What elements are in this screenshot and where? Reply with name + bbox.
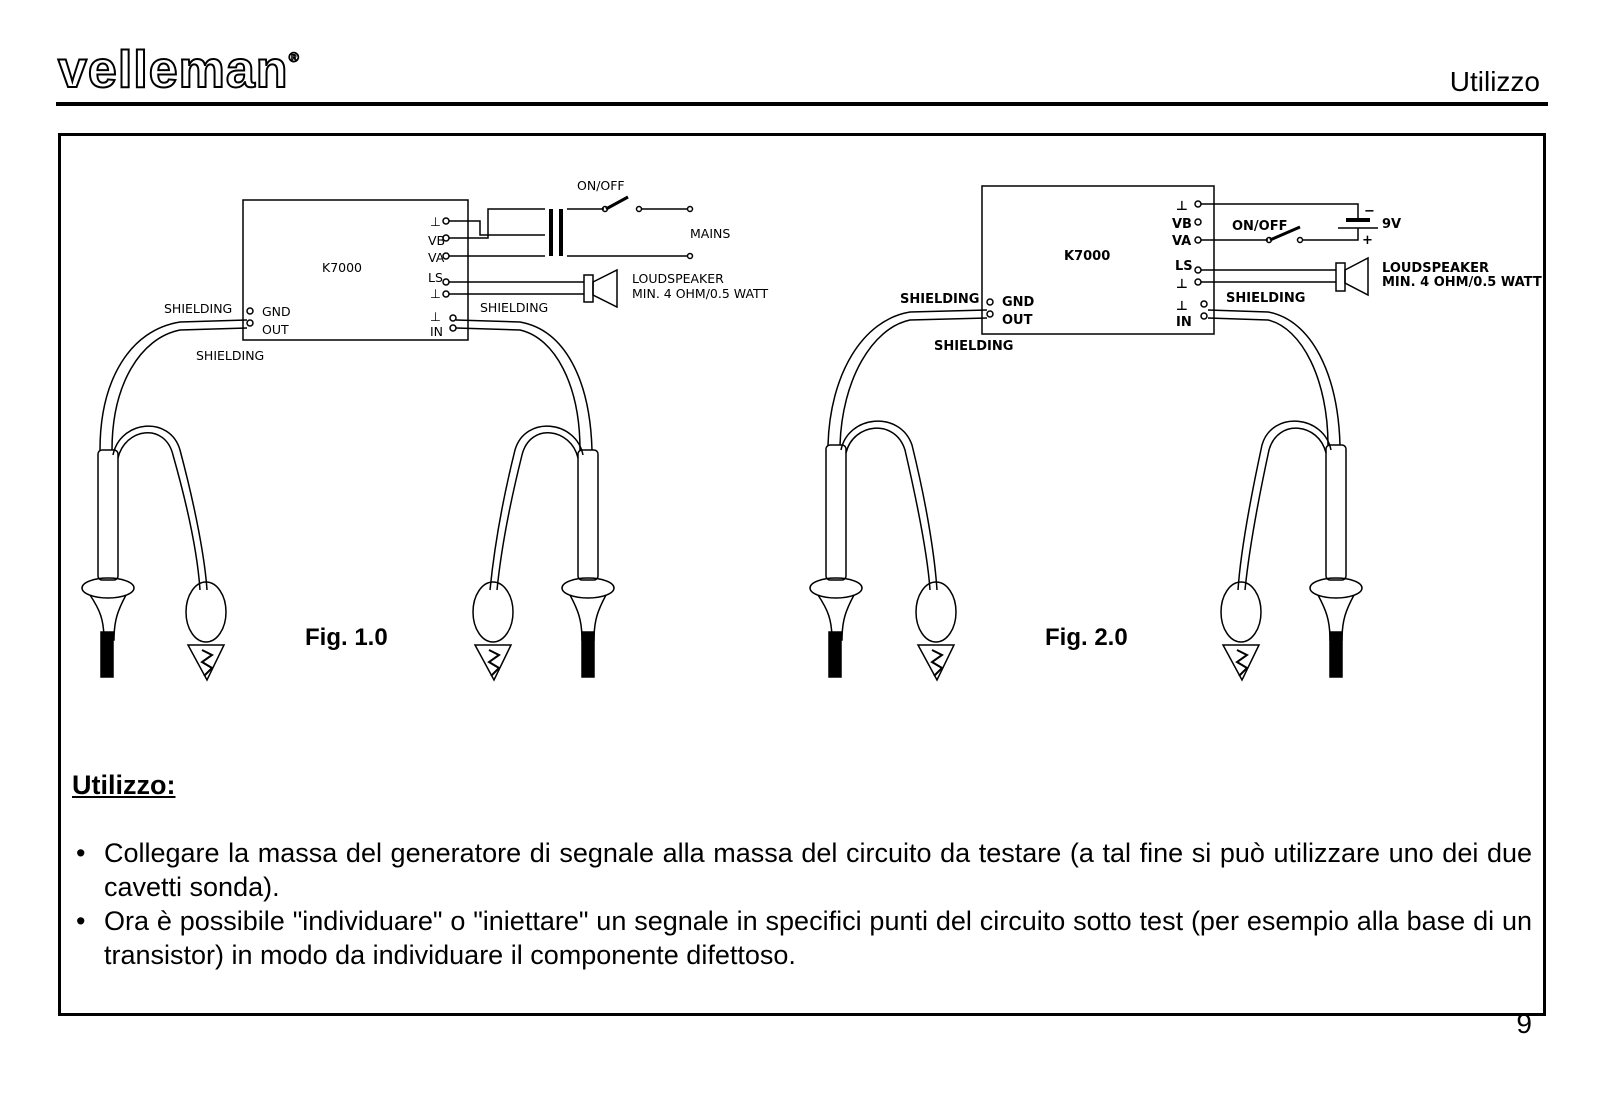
list-item-text: Collegare la massa del generatore di seg… [104, 838, 1532, 902]
figure-2: K7000 ⊥ VB VA LS ⊥ ⊥ IN GND OUT − + 9 [809, 185, 1542, 682]
pin-ground-symbol: ⊥ [430, 214, 441, 229]
pin-va-label: VA [428, 250, 445, 265]
switch-label: ON/OFF [577, 178, 625, 193]
switch-label: ON/OFF [1232, 219, 1288, 234]
figure-caption: Fig. 2.0 [1045, 624, 1128, 651]
page-number: 9 [1516, 1008, 1532, 1039]
wire [1201, 203, 1359, 220]
transformer-icon [549, 209, 563, 256]
pin-gnd-label: GND [262, 304, 291, 319]
pin-va-label: VA [1172, 234, 1191, 249]
bullet-icon: • [76, 906, 86, 936]
module-label: K7000 [322, 260, 362, 275]
battery-minus: − [1364, 204, 1375, 219]
pin-gnd-label: GND [1002, 295, 1035, 310]
alligator-clip-icon [185, 581, 227, 682]
pin-out-label: OUT [262, 322, 289, 337]
pin-ls-label: LS [428, 270, 443, 285]
content-frame [58, 133, 1546, 1016]
pin-ground-symbol: ⊥ [430, 309, 441, 324]
pin-out-label: OUT [1002, 313, 1033, 328]
section-title: Utilizzo [1449, 66, 1540, 97]
list-item: • Collegare la massa del generatore di se… [72, 836, 1532, 904]
left-probe [81, 319, 248, 682]
probe-tip [581, 631, 595, 678]
probe-tip [100, 631, 114, 678]
right-probe [1207, 309, 1363, 682]
probe-handle [1325, 444, 1347, 581]
wire [449, 220, 545, 236]
pin-in-label: IN [1176, 315, 1192, 330]
shielding-label: SHIELDING [164, 301, 232, 316]
registered-mark: ® [288, 49, 300, 65]
usage-heading: Utilizzo: [72, 770, 176, 800]
list-item-text: Ora è possibile "individuare" o "inietta… [104, 906, 1532, 970]
shielding-label: SHIELDING [480, 300, 548, 315]
loudspeaker-icon [1335, 256, 1369, 297]
probe-handle [97, 449, 119, 581]
battery-plus: + [1362, 233, 1373, 248]
speaker-label: LOUDSPEAKER [632, 271, 724, 286]
k7000-module-box [242, 199, 469, 341]
pin-ground-symbol: ⊥ [1176, 277, 1188, 292]
header-rule [56, 102, 1548, 106]
speaker-rating: MIN. 4 OHM/0.5 WATT [632, 286, 768, 301]
list-item: • Ora è possibile "individuare" o "iniett… [72, 904, 1532, 972]
figure-1: K7000 ⊥ VB VA LS ⊥ ⊥ IN GND OUT [81, 178, 768, 682]
alligator-clip-icon [915, 581, 957, 682]
probe-handle [577, 449, 599, 581]
shielding-label: SHIELDING [196, 348, 264, 363]
pin-ground-symbol: ⊥ [1176, 199, 1188, 214]
pin-ground-symbol: ⊥ [1176, 299, 1188, 314]
on-off-switch-icon [1269, 225, 1301, 242]
usage-list: • Collegare la massa del generatore di se… [72, 836, 1532, 972]
velleman-logo: velleman® [57, 41, 300, 99]
shielding-label: SHIELDING [934, 339, 1013, 354]
speaker-label: LOUDSPEAKER [1382, 261, 1489, 276]
module-label: K7000 [1064, 249, 1110, 264]
left-probe [809, 309, 988, 682]
pin-ground-symbol: ⊥ [430, 286, 441, 301]
loudspeaker-icon [583, 268, 618, 309]
pin-ls-label: LS [1175, 259, 1193, 274]
bullet-icon: • [76, 838, 86, 868]
k7000-module-box [981, 185, 1215, 335]
pin-vb-label: VB [428, 233, 445, 248]
right-probe [455, 319, 615, 682]
probe-handle [825, 444, 847, 581]
supply-label: 9V [1382, 217, 1401, 232]
wire [449, 208, 545, 239]
pin-vb-label: VB [1172, 217, 1192, 232]
supply-label: MAINS [690, 226, 730, 241]
probe-tip [828, 631, 842, 678]
on-off-switch-icon [605, 195, 629, 211]
speaker-rating: MIN. 4 OHM/0.5 WATT [1382, 275, 1542, 290]
alligator-clip-icon [472, 581, 514, 682]
alligator-clip-icon [1220, 581, 1262, 682]
logo-text: velleman [57, 41, 289, 99]
battery-icon [1338, 218, 1378, 229]
shielding-label: SHIELDING [900, 292, 979, 307]
probe-tip [1329, 631, 1343, 678]
figure-caption: Fig. 1.0 [305, 624, 388, 651]
pin-in-label: IN [430, 324, 443, 339]
shielding-label: SHIELDING [1226, 291, 1305, 306]
